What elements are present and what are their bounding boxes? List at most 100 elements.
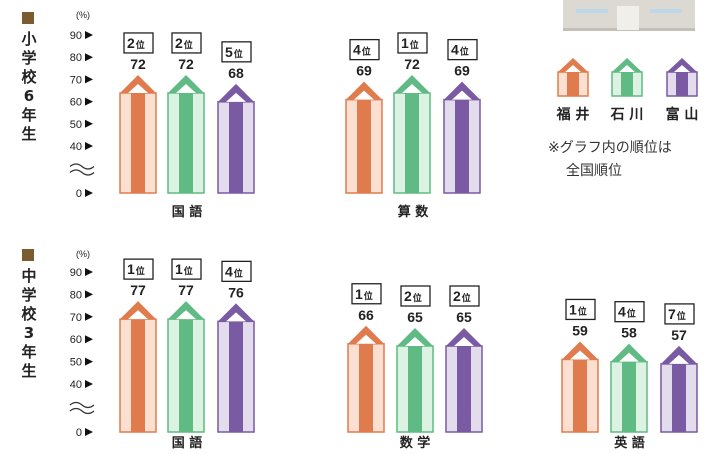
y-tick-arrow [85, 97, 93, 106]
bar-tip-shine [669, 354, 689, 364]
rank-label: 7位 [668, 306, 686, 322]
rank-box [351, 283, 382, 305]
bar-tip-shine [176, 310, 196, 320]
rank-label: 1位 [401, 35, 419, 51]
rank-label: 4位 [225, 263, 243, 279]
y-tick-label: 80 [70, 289, 82, 301]
y-tick-arrow [85, 75, 93, 84]
legend-swatch-stripe [567, 72, 579, 96]
rank-label: 1位 [355, 286, 373, 302]
bar-group: 66 1位 65 2位 65 2位数 学 [347, 283, 483, 451]
y-tick-arrow [85, 335, 93, 344]
rank-box [123, 258, 154, 280]
subject-label: 英 語 [613, 435, 645, 451]
value-label: 65 [407, 309, 423, 325]
y-tick-label: 60 [70, 97, 82, 109]
rank-box [664, 303, 695, 325]
y-tick-label: 70 [70, 312, 82, 324]
bar-tip-shine [619, 352, 639, 362]
value-label: 68 [228, 65, 244, 81]
y-tick-arrow [85, 189, 93, 197]
subject-label: 算 数 [398, 204, 430, 220]
bar-tip-shine [356, 334, 376, 344]
legend-item-toyama: 富 山 [666, 58, 699, 123]
bar-stripe [573, 359, 587, 432]
building-illustration [563, 0, 695, 31]
axis-break-icon [69, 163, 95, 170]
rank-label: 4位 [353, 42, 371, 58]
y-axis-unit: (%) [76, 10, 90, 20]
bar-tip-shine [354, 90, 374, 100]
bar-stripe [405, 92, 419, 193]
rank-box [565, 298, 596, 321]
y-tick-label: 0 [76, 188, 82, 200]
rank-label: 4位 [618, 304, 636, 320]
y-tick-label: 70 [70, 74, 82, 86]
value-label: 58 [621, 325, 637, 341]
rank-box [400, 285, 431, 307]
legend-swatch-shine [674, 65, 690, 72]
y-tick-arrow [85, 380, 93, 388]
bar-group: 69 4位 72 1位 69 4位算 数 [345, 32, 481, 220]
y-tick-label: 0 [76, 427, 82, 439]
section-marker [22, 249, 34, 261]
rank-label: 5位 [225, 44, 243, 60]
rank-label: 1位 [175, 261, 193, 277]
y-tick-arrow [85, 290, 93, 299]
rank-box [171, 32, 202, 54]
y-tick-label: 90 [70, 30, 82, 42]
y-tick-label: 50 [70, 119, 82, 131]
axis-break-icon [69, 401, 95, 409]
rank-box [614, 301, 645, 323]
bar-stripe [408, 346, 422, 432]
value-label: 57 [671, 327, 687, 343]
value-label: 69 [356, 63, 372, 79]
subject-label: 数 学 [400, 435, 431, 451]
bar-tip-shine [570, 350, 590, 360]
subject-label: 国 語 [172, 435, 203, 451]
rank-box [221, 260, 252, 283]
legend-swatch-stripe [621, 72, 633, 96]
y-tick-label: 60 [70, 334, 82, 346]
section-marker [22, 12, 34, 24]
legend-label: 福 井 [556, 106, 590, 123]
legend-note-line2: 全国順位 [566, 162, 622, 179]
value-label: 59 [572, 322, 588, 338]
value-label: 77 [130, 282, 146, 298]
y-tick-arrow [85, 119, 93, 128]
bar-stripe [179, 92, 193, 193]
rank-label: 4位 [451, 42, 469, 58]
legend-swatch-shine [565, 65, 581, 72]
value-label: 66 [358, 307, 374, 323]
legend-swatch-shine [619, 65, 635, 72]
rank-label: 2位 [404, 288, 422, 304]
legend-label: 石 川 [610, 107, 644, 123]
y-tick-label: 90 [70, 267, 82, 279]
bar-tip-shine [405, 337, 425, 346]
rank-box [221, 41, 252, 63]
rank-label: 2位 [175, 35, 193, 51]
value-label: 72 [404, 56, 420, 72]
y-tick-arrow [85, 142, 93, 150]
bar-stripe [455, 99, 469, 193]
legend-label: 富 山 [666, 106, 699, 123]
rank-label: 2位 [453, 288, 471, 304]
legend-item-fukui: 福 井 [556, 58, 590, 123]
value-label: 65 [456, 309, 472, 325]
value-label: 69 [454, 63, 470, 79]
y-tick-arrow [85, 268, 93, 276]
bar-stripe [357, 99, 371, 193]
bar-tip-shine [402, 83, 422, 93]
y-tick-arrow [85, 357, 93, 366]
y-tick-arrow [85, 31, 93, 39]
legend-swatch-stripe [676, 72, 688, 96]
rank-box [171, 258, 202, 280]
y-tick-arrow [85, 53, 93, 62]
